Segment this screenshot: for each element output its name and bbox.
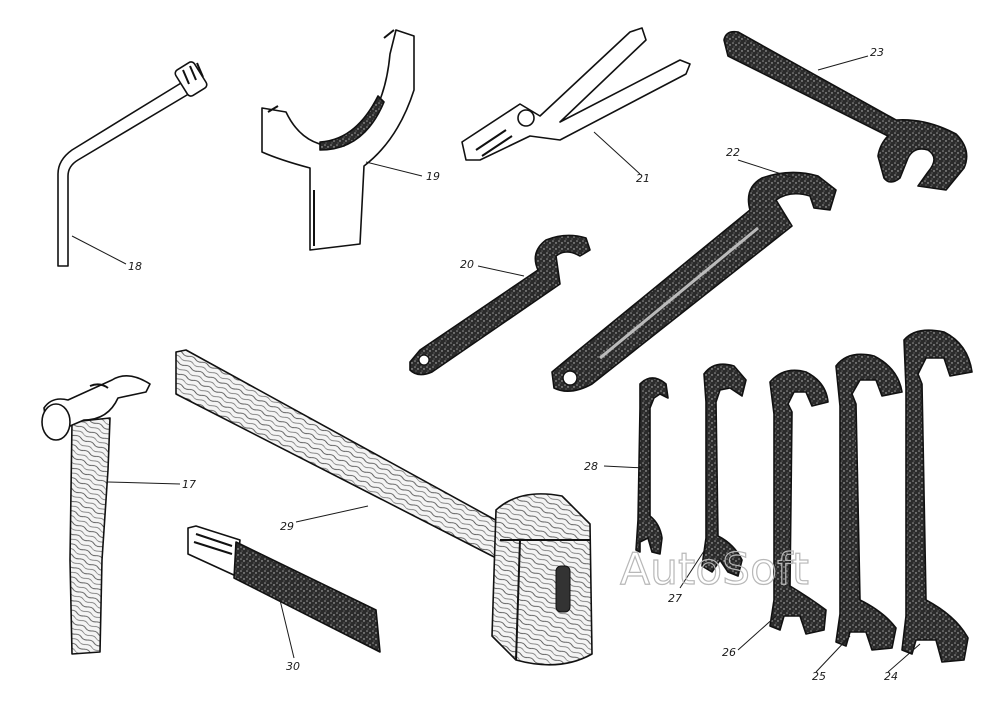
leader-21	[593, 131, 641, 175]
ball-peen-hammer	[41, 375, 151, 655]
pliers-tool	[461, 27, 691, 161]
callout-22: 22	[726, 146, 740, 159]
callout-25: 25	[812, 670, 826, 683]
callout-27: 27	[668, 592, 682, 605]
callout-23: 23	[870, 46, 884, 59]
leader-29	[295, 505, 369, 523]
leader-17	[107, 481, 181, 485]
hook-spanner-large	[551, 171, 837, 392]
leader-30	[279, 599, 295, 659]
hex-key-tool	[57, 61, 208, 267]
callout-18: 18	[128, 260, 142, 273]
fork-spanner-tool	[261, 29, 415, 251]
sledge-hammer	[175, 349, 593, 666]
double-open-end-wrench-28	[635, 377, 669, 555]
leader-19	[365, 161, 423, 177]
double-open-end-wrench-26	[769, 369, 829, 635]
callout-21: 21	[636, 172, 650, 185]
double-open-end-wrench-24	[901, 329, 973, 663]
open-end-spanner-large	[723, 30, 968, 191]
leader-24	[887, 643, 921, 673]
callout-29: 29	[280, 520, 294, 533]
double-open-end-wrench-25	[835, 353, 903, 651]
callout-17: 17	[182, 478, 196, 491]
leader-22	[737, 159, 795, 179]
leader-20	[477, 265, 525, 277]
leader-27	[679, 547, 707, 589]
leader-26	[737, 615, 777, 651]
watermark-text: AutoSoft	[620, 544, 809, 595]
leader-23	[817, 55, 869, 71]
leader-25	[815, 635, 851, 673]
callout-24: 24	[884, 670, 898, 683]
callout-28: 28	[584, 460, 598, 473]
leader-28	[603, 465, 645, 469]
chisel-tool	[187, 525, 381, 653]
leader-18	[71, 235, 127, 265]
callout-26: 26	[722, 646, 736, 659]
callout-20: 20	[460, 258, 474, 271]
callout-30: 30	[286, 660, 300, 673]
double-open-end-wrench-27	[701, 363, 747, 577]
hook-spanner-small	[409, 234, 591, 376]
callout-19: 19	[426, 170, 440, 183]
